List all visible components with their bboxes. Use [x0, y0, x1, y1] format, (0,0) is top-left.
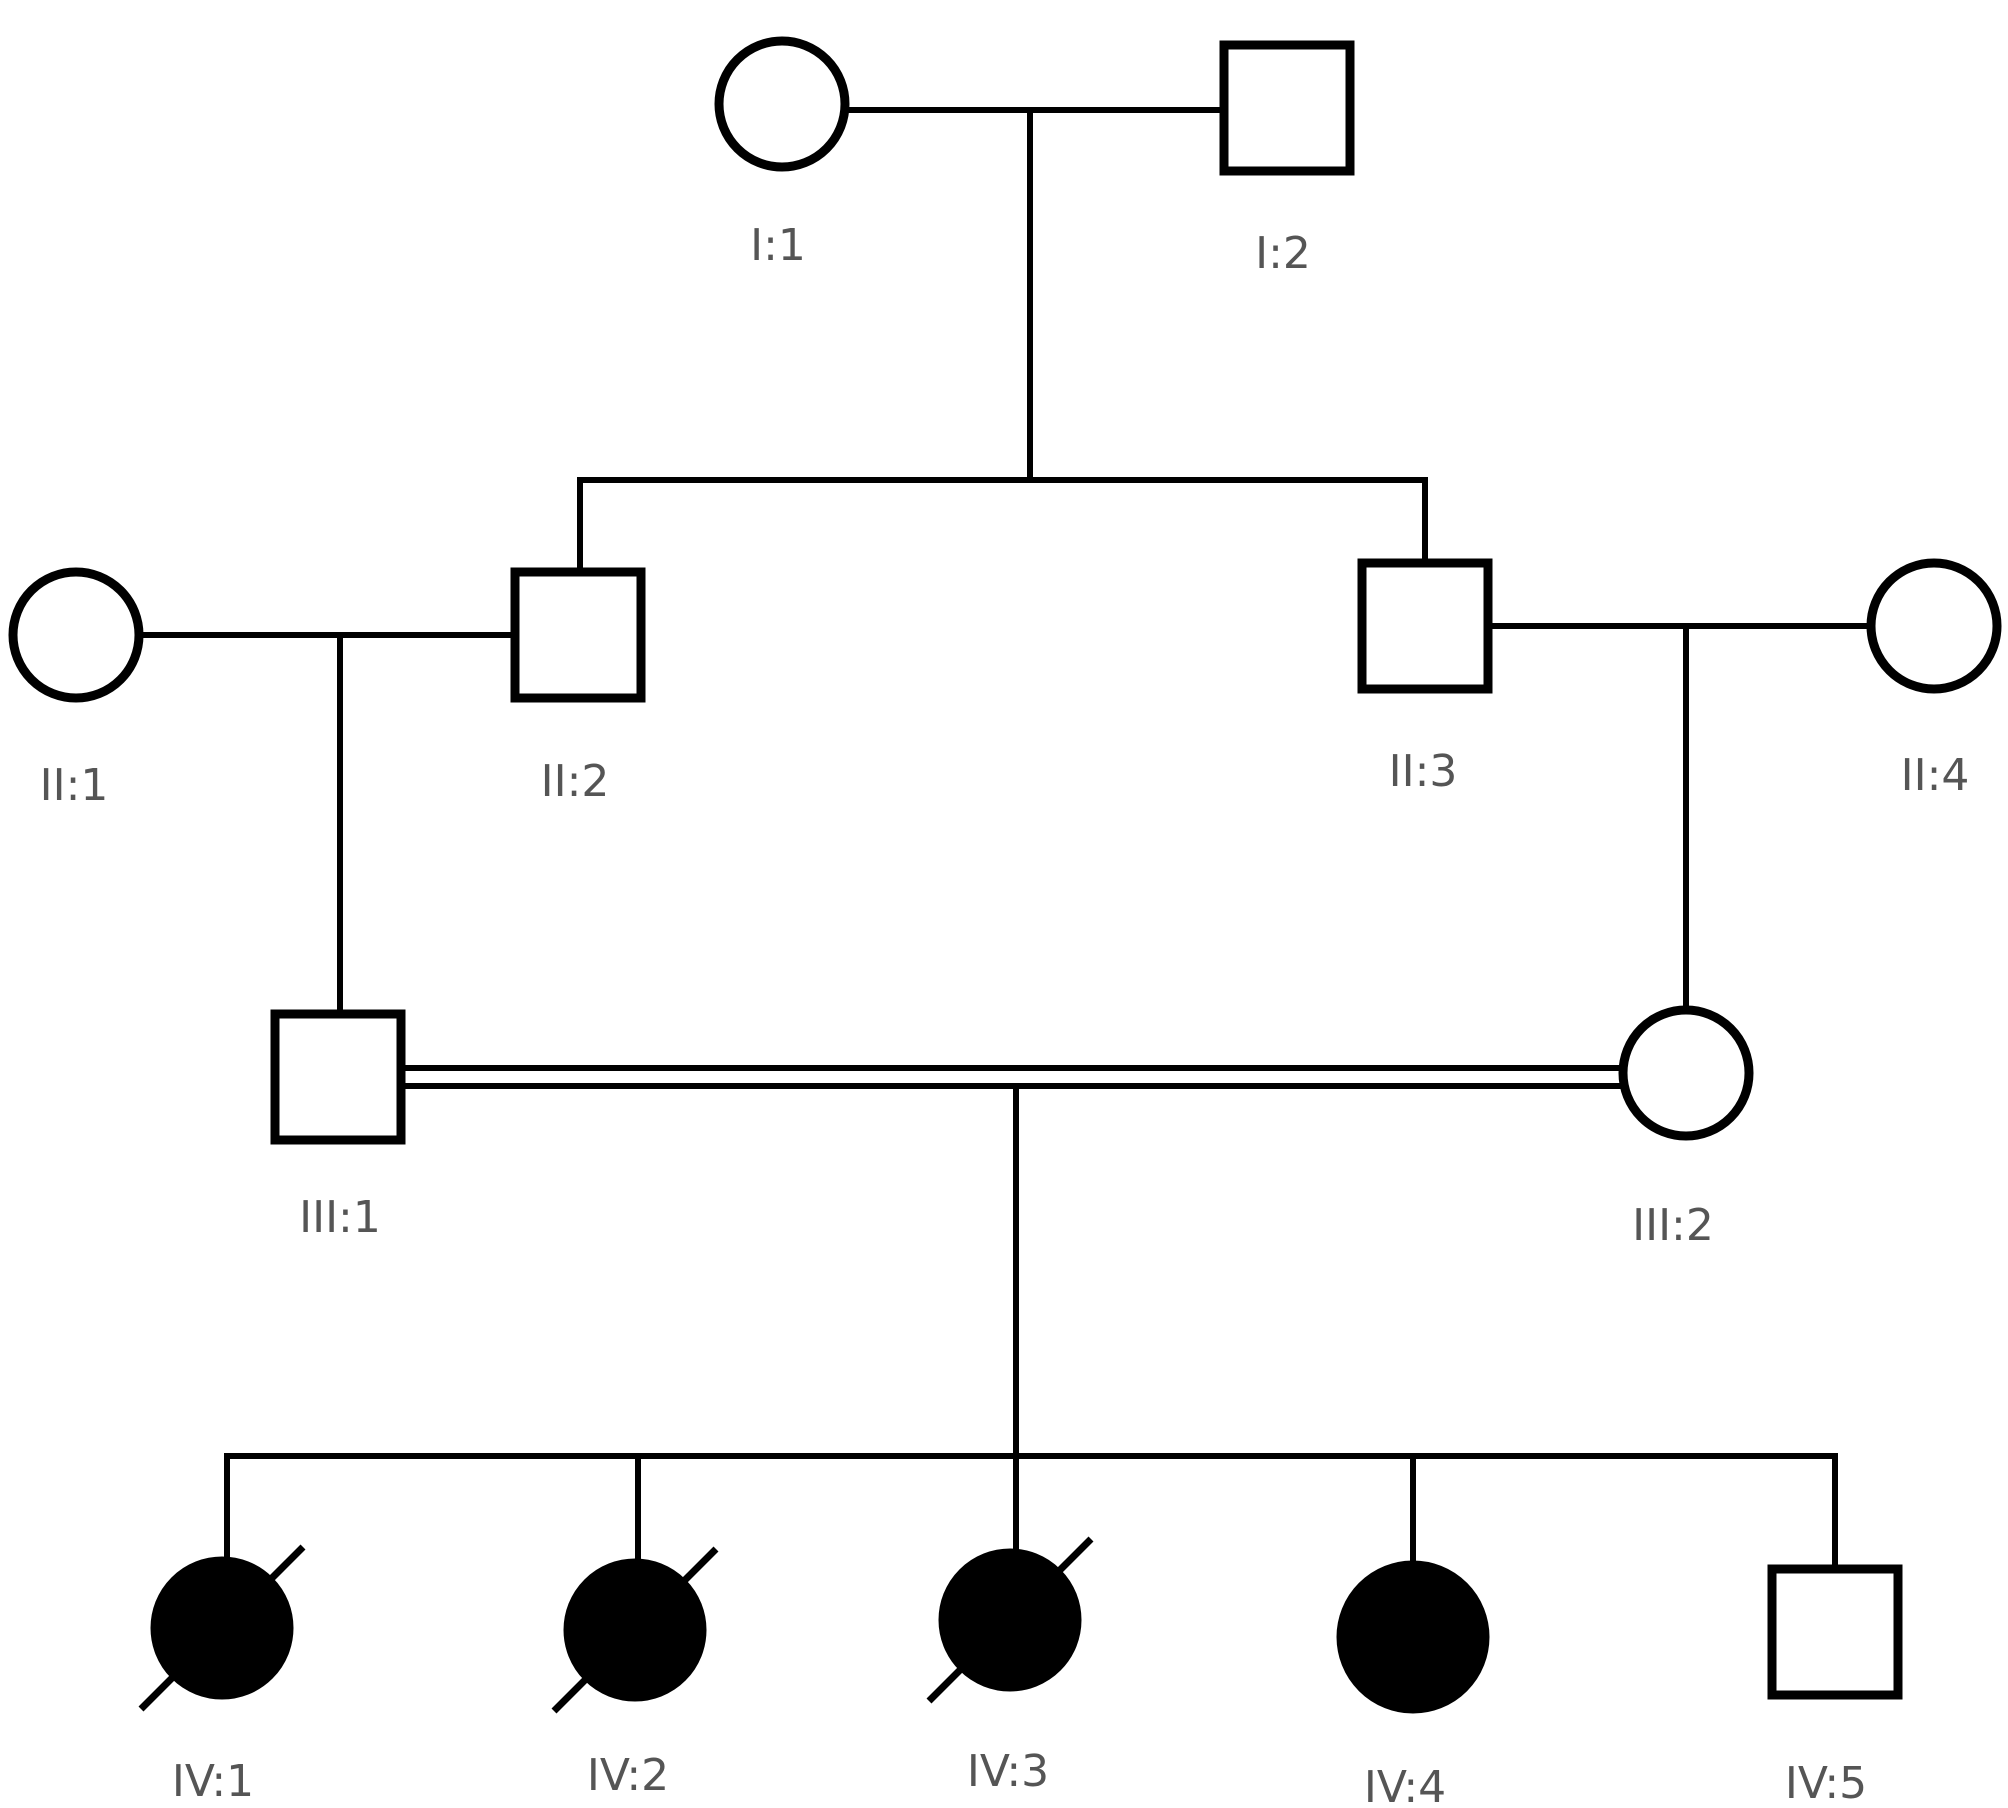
label-I1: I:1 — [750, 220, 806, 271]
individual-II3 — [1357, 558, 1493, 694]
male-symbol — [1767, 1564, 1903, 1700]
individual-I2 — [1219, 40, 1355, 176]
label-III2: III:2 — [1632, 1200, 1714, 1251]
label-III1: III:1 — [299, 1192, 381, 1243]
deceased-slash — [926, 1536, 1094, 1704]
label-II3: II:3 — [1389, 746, 1458, 797]
female-symbol — [1618, 1005, 1754, 1141]
label-IV3: IV:3 — [967, 1746, 1049, 1797]
label-II1: II:1 — [40, 760, 109, 811]
individual-IV3 — [926, 1536, 1094, 1704]
individual-III2 — [1618, 1005, 1754, 1141]
individual-III1 — [270, 1009, 406, 1145]
individual-II2 — [510, 567, 646, 703]
deceased-slash — [551, 1546, 719, 1714]
label-IV5: IV:5 — [1785, 1758, 1867, 1808]
label-II2: II:2 — [541, 756, 610, 807]
label-II4: II:4 — [1901, 750, 1970, 801]
individual-II1 — [8, 567, 144, 703]
female-symbol — [8, 567, 144, 703]
label-IV4: IV:4 — [1364, 1762, 1446, 1808]
female-symbol — [1336, 1560, 1490, 1714]
individual-IV5 — [1767, 1564, 1903, 1700]
label-IV2: IV:2 — [587, 1750, 669, 1801]
label-IV1: IV:1 — [172, 1756, 254, 1807]
individual-IV2 — [551, 1546, 719, 1714]
individual-I1 — [714, 36, 850, 172]
male-symbol — [510, 567, 646, 703]
individual-IV4 — [1336, 1560, 1490, 1714]
individual-IV1 — [138, 1544, 306, 1712]
deceased-slash — [138, 1544, 306, 1712]
label-I2: I:2 — [1255, 228, 1311, 279]
female-symbol — [1866, 558, 2002, 694]
female-symbol — [714, 36, 850, 172]
male-symbol — [270, 1009, 406, 1145]
individual-II4 — [1866, 558, 2002, 694]
male-symbol — [1357, 558, 1493, 694]
male-symbol — [1219, 40, 1355, 176]
